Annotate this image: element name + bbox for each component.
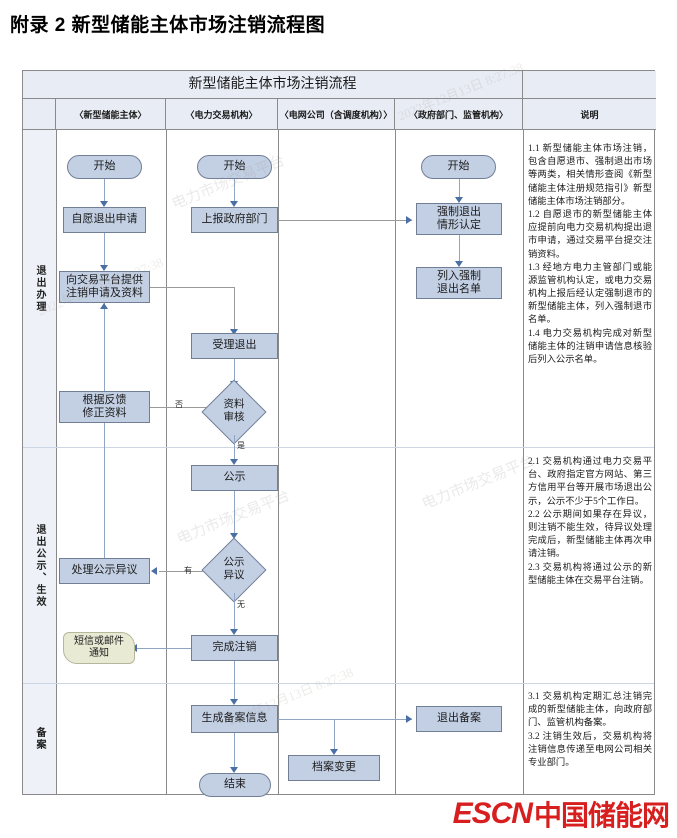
stage-divider-1 — [23, 447, 56, 448]
node-gov-force-exit-list[interactable]: 列入强制 退出名单 — [416, 267, 502, 299]
arrow-down-icon — [330, 749, 338, 755]
watermark-platform-3: 电力市场交易平台 — [419, 452, 538, 513]
connector-revise-to-submit — [104, 303, 105, 391]
arrow-left-icon — [151, 567, 157, 575]
node-exchange-review[interactable]: 资料 审核 — [201, 379, 267, 445]
node-gov-exit-record[interactable]: 退出备案 — [416, 706, 502, 732]
stage-label-publicity-effective: 退出公示、生效 — [23, 448, 56, 683]
arrow-up-icon — [100, 303, 108, 309]
connector-gov-start-to-determination — [459, 179, 460, 201]
column-divider-4 — [395, 130, 396, 794]
arrow-down-icon — [455, 197, 463, 203]
connector-entity-apply-to-submit — [104, 233, 105, 269]
node-exchange-objection[interactable]: 公示 异议 — [201, 537, 267, 603]
connector-record-to-archive — [334, 719, 335, 753]
connector-accept-to-review — [234, 359, 235, 385]
arrow-down-icon — [230, 201, 238, 207]
arrow-right-icon — [406, 715, 412, 723]
connector-finish-to-notice — [136, 648, 191, 649]
stage-label-exit-processing: 退出办理 — [23, 130, 56, 447]
node-exchange-objection-label: 公示 异议 — [223, 557, 245, 581]
connector-review-yes-to-publicity — [234, 435, 235, 463]
column-header-entity: 〈新型储能主体〉 — [56, 99, 166, 130]
connector-objection-no-to-finish — [234, 593, 235, 633]
connector-report-to-gov — [278, 220, 412, 221]
node-grid-notice[interactable]: 短信或邮件 通知 — [63, 632, 135, 664]
arrow-down-icon — [455, 261, 463, 267]
row-divider-2 — [56, 683, 654, 684]
table-banner: 新型储能主体市场注销流程 — [23, 71, 523, 99]
arrow-down-icon — [100, 265, 108, 271]
logo-text-en: ESCN — [452, 797, 533, 830]
stage-label-text: 退出办理 — [34, 264, 45, 313]
connector-determination-to-list — [459, 235, 460, 265]
node-exchange-finish-cancel[interactable]: 完成注销 — [191, 635, 278, 661]
table-banner-blank — [523, 71, 656, 99]
node-exchange-generate-record[interactable]: 生成备案信息 — [191, 705, 278, 733]
arrow-right-icon — [406, 216, 412, 224]
node-exchange-accept-exit[interactable]: 受理退出 — [191, 333, 278, 359]
node-exchange-publicity[interactable]: 公示 — [191, 465, 278, 491]
edge-label-review-yes: 是 — [237, 441, 245, 450]
node-exchange-end[interactable]: 结束 — [199, 773, 271, 797]
edge-label-objection-yes: 有 — [184, 566, 192, 575]
connector-record-to-gov-record — [278, 719, 412, 720]
column-divider-5 — [523, 130, 524, 794]
column-header-stage — [23, 99, 56, 130]
connector-finish-to-record — [234, 661, 235, 703]
table-banner-text: 新型储能主体市场注销流程 — [188, 77, 357, 92]
node-exchange-start[interactable]: 开始 — [197, 155, 272, 179]
column-header-grid: 〈电网公司（含调度机构）〉 — [278, 99, 395, 130]
arrow-down-icon — [230, 329, 238, 335]
escn-logo: ESCN 中国储能网 — [452, 794, 670, 834]
column-divider-2 — [166, 130, 167, 794]
edge-label-objection-no: 无 — [237, 600, 245, 609]
row-divider-1 — [56, 447, 654, 448]
stage-label-text: 退出公示、生效 — [34, 523, 45, 608]
arrow-down-icon — [230, 459, 238, 465]
connector-record-to-end — [234, 733, 235, 771]
arrow-down-icon — [230, 699, 238, 705]
stage-divider-2 — [23, 683, 56, 684]
node-gov-start[interactable]: 开始 — [421, 155, 496, 179]
flowchart-table: 新型储能主体市场注销流程 〈新型储能主体〉 〈电力交易机构〉 〈电网公司（含调度… — [22, 59, 656, 797]
node-grid-archive-change[interactable]: 档案变更 — [288, 755, 380, 781]
connector-publicity-to-objection — [234, 491, 235, 537]
connector-submit-to-exchange — [150, 287, 234, 288]
node-entity-revise[interactable]: 根据反馈 修正资料 — [59, 391, 150, 423]
arrow-down-icon — [100, 201, 108, 207]
node-exchange-report-gov[interactable]: 上报政府部门 — [191, 207, 278, 233]
connector-review-no-to-revise — [150, 407, 209, 408]
arrow-down-icon — [230, 629, 238, 635]
node-exchange-review-label: 资料 审核 — [223, 399, 245, 423]
arrow-down-icon — [230, 767, 238, 773]
edge-label-review-no: 否 — [175, 400, 183, 409]
description-block-1: 1.1 新型储能主体市场注销，包含自愿退市、强制退出市场等两类，相关情形查阅《新… — [528, 144, 652, 365]
connector-submit-down — [234, 287, 235, 333]
arrow-down-icon — [230, 533, 238, 539]
node-entity-voluntary-apply[interactable]: 自愿退出申请 — [63, 207, 146, 233]
connector-entity-start-to-apply — [104, 179, 105, 205]
column-divider-3 — [278, 130, 279, 794]
node-gov-force-exit-determination[interactable]: 强制退出 情形认定 — [416, 203, 502, 235]
logo-text-cn: 中国储能网 — [533, 800, 670, 831]
node-entity-handle-objection[interactable]: 处理公示异议 — [59, 558, 150, 584]
connector-objection-to-revise — [104, 423, 105, 558]
node-entity-submit-platform[interactable]: 向交易平台提供 注销申请及资料 — [59, 271, 150, 303]
column-header-description: 说明 — [523, 99, 656, 130]
column-header-exchange: 〈电力交易机构〉 — [166, 99, 278, 130]
page-title: 附录 2 新型储能主体市场注销流程图 — [10, 15, 326, 36]
stage-label-filing: 备案 — [23, 684, 56, 794]
node-entity-start[interactable]: 开始 — [67, 155, 142, 179]
description-block-2: 2.1 交易机构通过电力交易平台、政府指定官方网站、第三方信用平台等开展市场退出… — [528, 457, 652, 586]
column-header-gov: 〈政府部门、监管机构〉 — [395, 99, 523, 130]
description-block-3: 3.1 交易机构定期汇总注销完成的新型储能主体，向政府部门、监管机构备案。 3.… — [528, 692, 652, 768]
stage-label-text: 备案 — [34, 727, 45, 751]
connector-exchange-start-to-report — [234, 179, 235, 205]
connector-objection-yes — [159, 571, 205, 572]
column-divider-1 — [56, 130, 57, 794]
